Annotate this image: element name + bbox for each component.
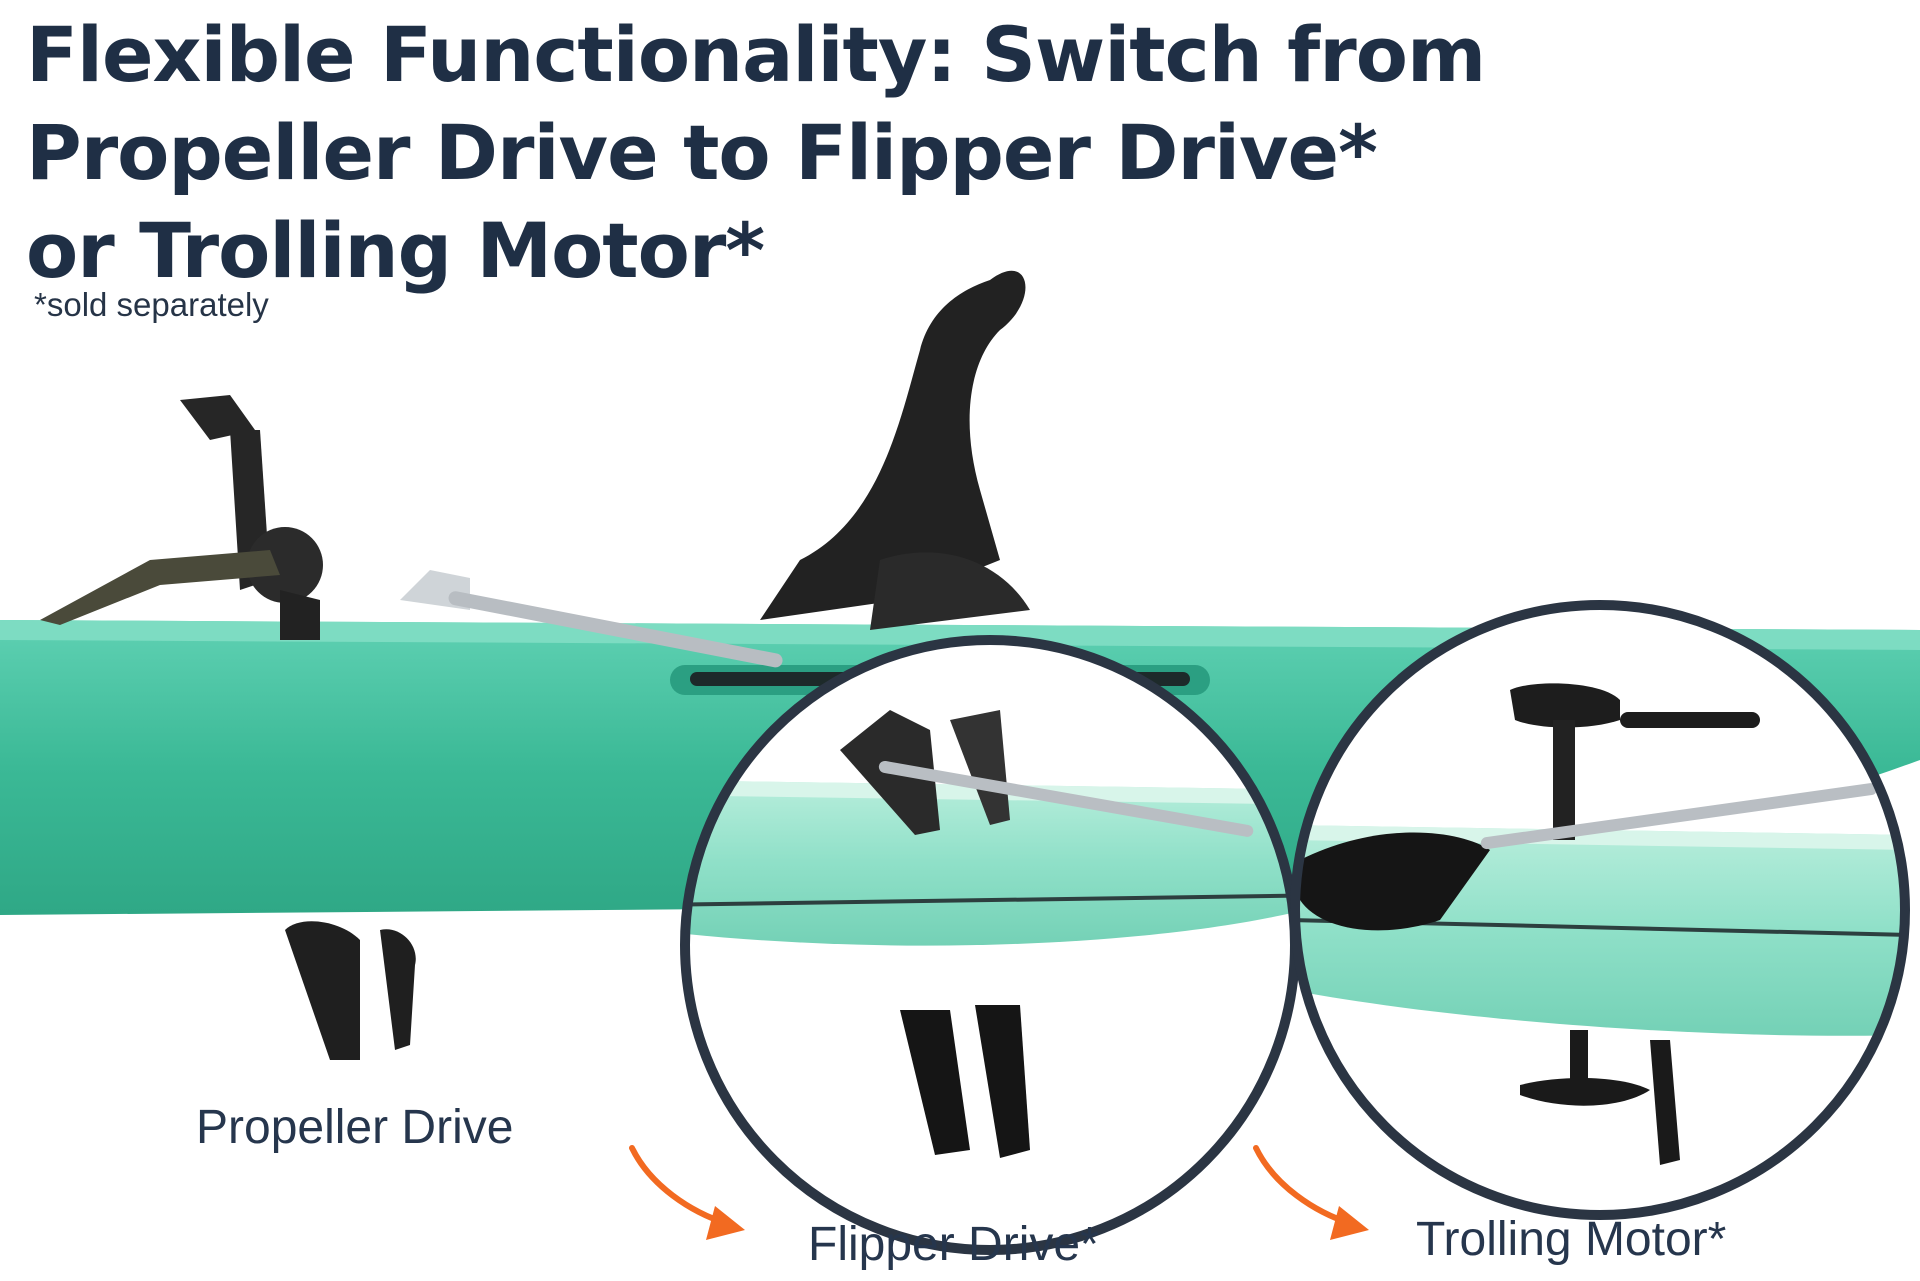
paddle bbox=[400, 570, 783, 668]
label-trolling-motor: Trolling Motor* bbox=[1416, 1213, 1727, 1266]
flipper-drive-inset bbox=[680, 635, 1300, 1255]
headline-line-2: Propeller Drive to Flipper Drive* bbox=[26, 108, 1378, 197]
headline: Flexible Functionality: Switch from Prop… bbox=[26, 6, 1486, 300]
trolling-motor-inset bbox=[1290, 600, 1910, 1220]
curved-arrow-to-trolling bbox=[1253, 1145, 1369, 1240]
propeller-drive-pedals bbox=[40, 395, 323, 640]
curved-arrow-to-flipper bbox=[629, 1145, 745, 1240]
headline-line-3: or Trolling Motor* bbox=[26, 206, 765, 295]
label-flipper-drive: Flipper Drive* bbox=[808, 1218, 1099, 1271]
headline-line-1: Flexible Functionality: Switch from bbox=[26, 10, 1486, 99]
footnote-sold-separately: *sold separately bbox=[34, 286, 269, 323]
label-propeller-drive: Propeller Drive bbox=[196, 1101, 514, 1154]
kayak-seat bbox=[760, 270, 1030, 630]
propeller-drive-fin bbox=[285, 921, 416, 1060]
trolling-inset-ring bbox=[1290, 600, 1910, 1220]
